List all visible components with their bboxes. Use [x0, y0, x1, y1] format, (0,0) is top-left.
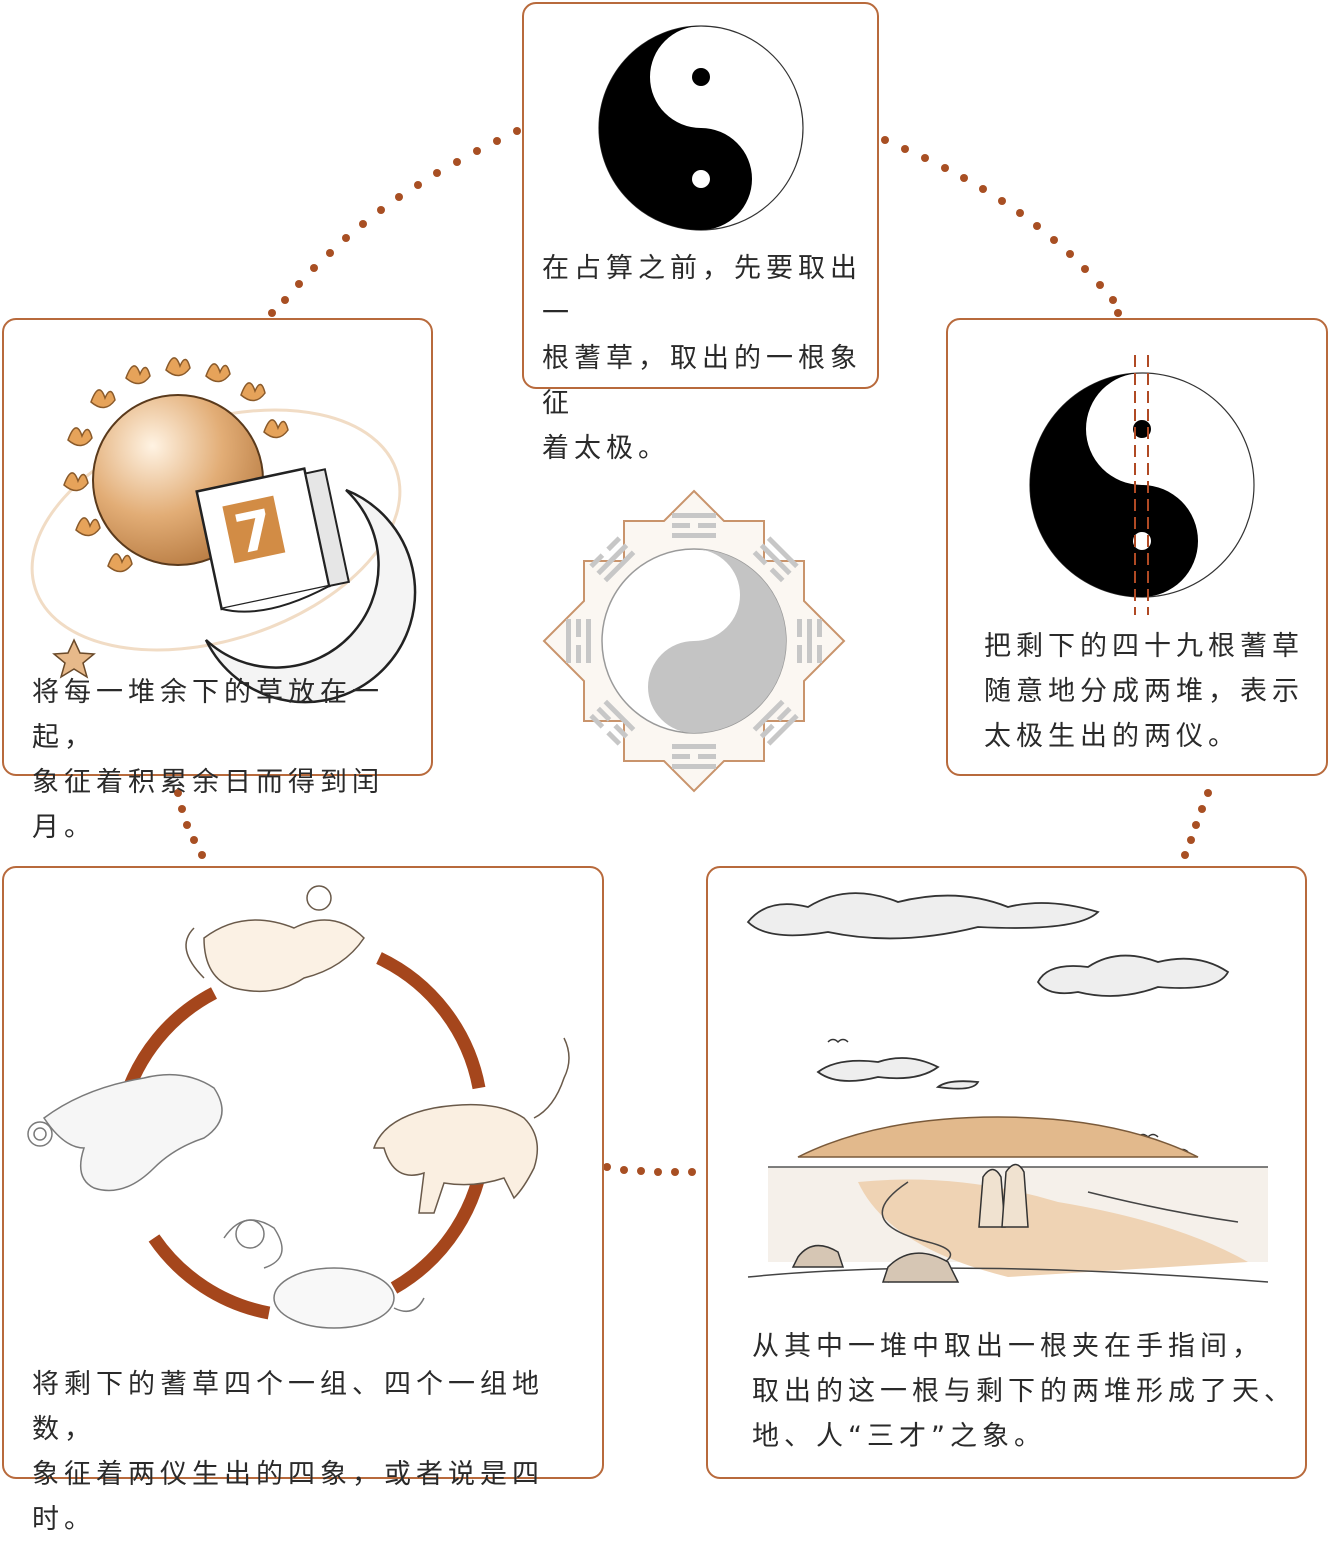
card-heaven-earth-man: 从其中一堆中取出一根夹在手指间， 取出的这一根与剩下的两堆形成了天、 地、人“三…: [706, 866, 1307, 1479]
card-leap-month: 7 将每一堆余下的草放在一起， 象征着积累余日而得到闰月。: [2, 318, 433, 843]
card-taiji: 在占算之前，先要取出一 根蓍草，取出的一根象征 着太极。: [522, 2, 879, 464]
yin-yang-split-icon: [1029, 355, 1255, 615]
yin-yang-icon: [598, 25, 804, 231]
card-split: 把剩下的四十九根蓍草 随意地分成两堆，表示 太极生出的两仪。: [946, 318, 1328, 776]
connector-taiji-to-split: [881, 136, 1122, 317]
caption-four-images: 将剩下的蓍草四个一组、四个一组地数， 象征着两仪生出的四象，或者说是四时。: [32, 1369, 544, 1535]
four-beasts-illustration: [27, 885, 570, 1329]
caption-heaven-earth-man: 从其中一堆中取出一根夹在手指间， 取出的这一根与剩下的两堆形成了天、 地、人“三…: [752, 1331, 1296, 1452]
connector-beasts-to-leap: [174, 789, 206, 859]
caption-leap-month: 将每一堆余下的草放在一起， 象征着积累余日而得到闰月。: [32, 677, 384, 843]
caption-taiji: 在占算之前，先要取出一 根蓍草，取出的一根象征 着太极。: [542, 253, 862, 464]
connector-taiji-to-leap: [268, 127, 521, 317]
bagua-icon: [542, 489, 846, 793]
sun-moon-calendar-illustration: 7: [30, 357, 417, 704]
dotted-connectors: [174, 127, 1212, 1176]
card-four-images: 将剩下的蓍草四个一组、四个一组地数， 象征着两仪生出的四象，或者说是四时。: [2, 866, 604, 1535]
connector-landscape-to-beasts: [603, 1163, 696, 1176]
landscape-illustration: [746, 892, 1269, 1283]
caption-split: 把剩下的四十九根蓍草 随意地分成两堆，表示 太极生出的两仪。: [984, 631, 1304, 752]
connector-split-to-landscape: [1181, 789, 1212, 859]
